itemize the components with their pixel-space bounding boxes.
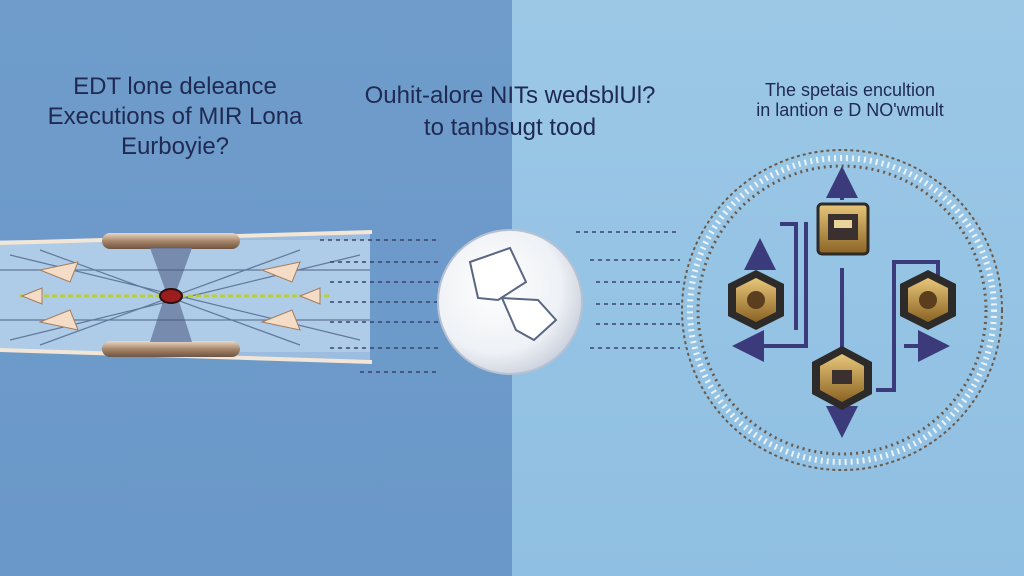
right-caption-line-1: The spetais encultion xyxy=(764,80,936,100)
tube-device xyxy=(0,230,373,364)
left-caption-line-2: Executions of MIR Lona xyxy=(47,103,303,130)
right-caption-line-2: in lantion e D NO'wmult xyxy=(756,100,944,120)
middle-caption-line-2: to tanbsugt tood xyxy=(423,114,597,141)
cracked-fragments-sphere-icon xyxy=(437,229,583,375)
core-dot xyxy=(159,288,183,304)
left-caption-line-1: EDT lone deleance xyxy=(73,73,277,100)
left-data-streams xyxy=(320,239,440,373)
network-connectors xyxy=(732,166,950,438)
left-caption: EDT lone deleance Executions of MIR Lona… xyxy=(10,72,340,162)
middle-caption: Ouhit-alore NITs wedsblUl? to tanbsugt t… xyxy=(330,80,690,144)
right-caption: The spetais encultion in lantion e D NO'… xyxy=(720,80,980,120)
left-caption-line-3: Eurboyie? xyxy=(120,133,230,160)
left-node-icon xyxy=(728,270,784,330)
top-clamp-bar xyxy=(102,233,240,249)
bottom-clamp-bar xyxy=(102,341,240,357)
right-data-streams xyxy=(576,231,680,349)
middle-caption-line-1: Ouhit-alore NITs wedsblUl? xyxy=(364,82,656,109)
top-node-icon xyxy=(816,202,870,256)
right-node-icon xyxy=(900,270,956,330)
bottom-node-icon xyxy=(812,346,872,410)
